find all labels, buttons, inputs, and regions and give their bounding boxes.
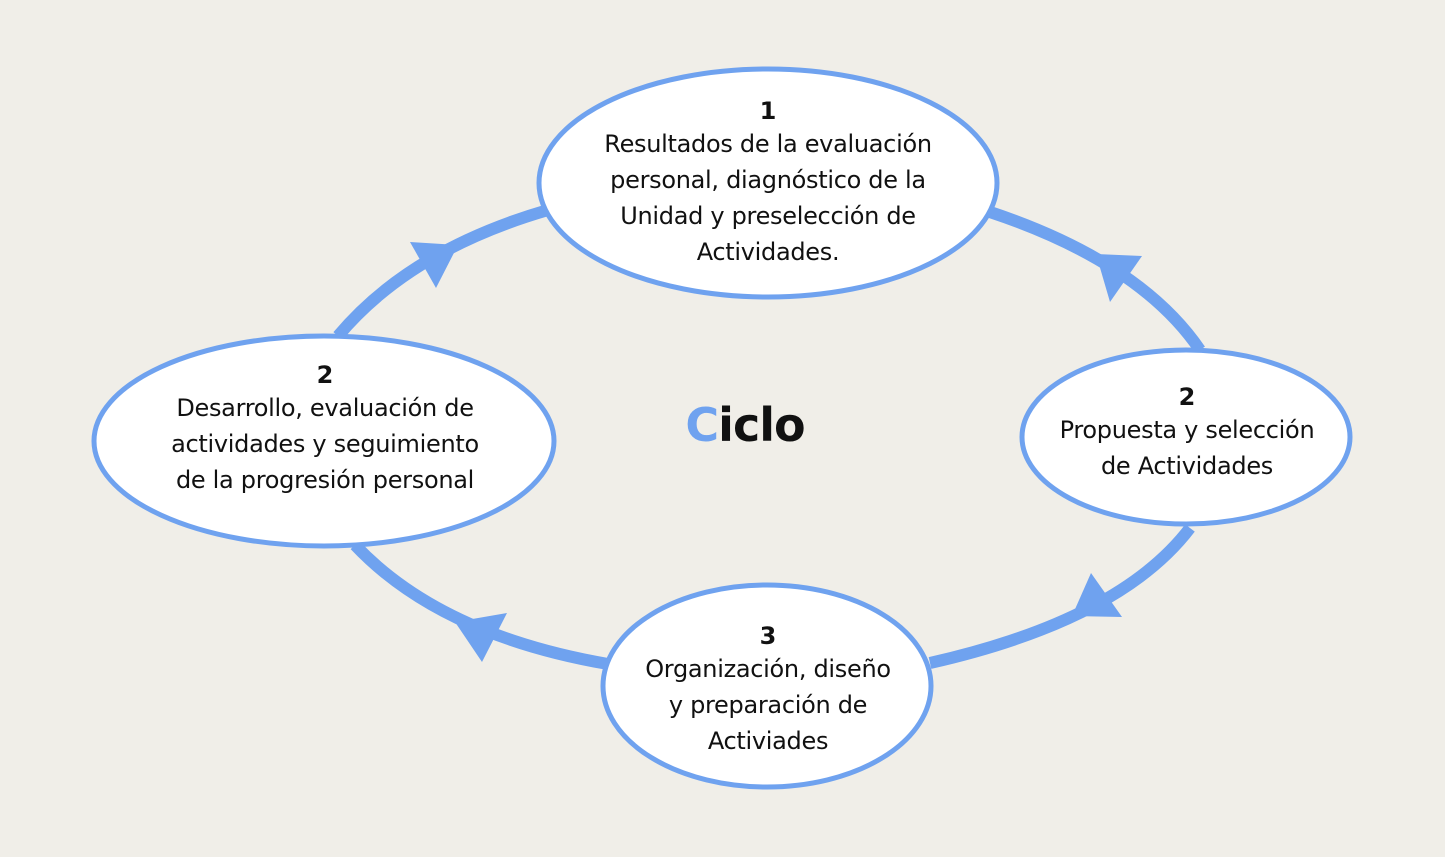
node-ellipse-bottom <box>600 582 934 790</box>
arc-right-to-bottom <box>928 524 1195 669</box>
diagram-title: Ciclo <box>660 398 830 452</box>
node-text: Resultados de la evaluación personal, di… <box>604 130 932 266</box>
node-ellipse-top <box>536 66 1000 300</box>
node-number: 1 <box>759 97 777 125</box>
node-number: 2 <box>1178 383 1196 411</box>
node-ellipse-right <box>1019 347 1353 527</box>
arrowhead-right-bottom <box>1072 573 1122 617</box>
node-number: 2 <box>316 361 334 389</box>
node-text: Organización, diseño y preparación de Ac… <box>645 655 891 755</box>
title-rest: iclo <box>718 398 805 452</box>
arrowhead-left-top <box>410 242 458 288</box>
node-bottom: 3 Organización, diseño y preparación de … <box>610 616 926 764</box>
node-top: 1 Resultados de la evaluación personal, … <box>550 92 986 274</box>
arc-bottom-to-left <box>350 540 610 670</box>
node-ellipse-left <box>91 333 557 549</box>
arc-top-to-right <box>988 206 1205 354</box>
arrowhead-top-right <box>1096 254 1142 302</box>
node-text: Desarrollo, evaluación de actividades y … <box>171 394 479 494</box>
node-number: 3 <box>759 622 777 650</box>
node-text: Propuesta y selección de Actividades <box>1059 416 1315 480</box>
node-left: 2 Desarrollo, evaluación de actividades … <box>110 356 540 502</box>
node-right: 2 Propuesta y selección de Actividades <box>1030 378 1344 488</box>
title-first-letter: C <box>685 398 719 452</box>
arrowhead-bottom-left <box>455 613 507 662</box>
